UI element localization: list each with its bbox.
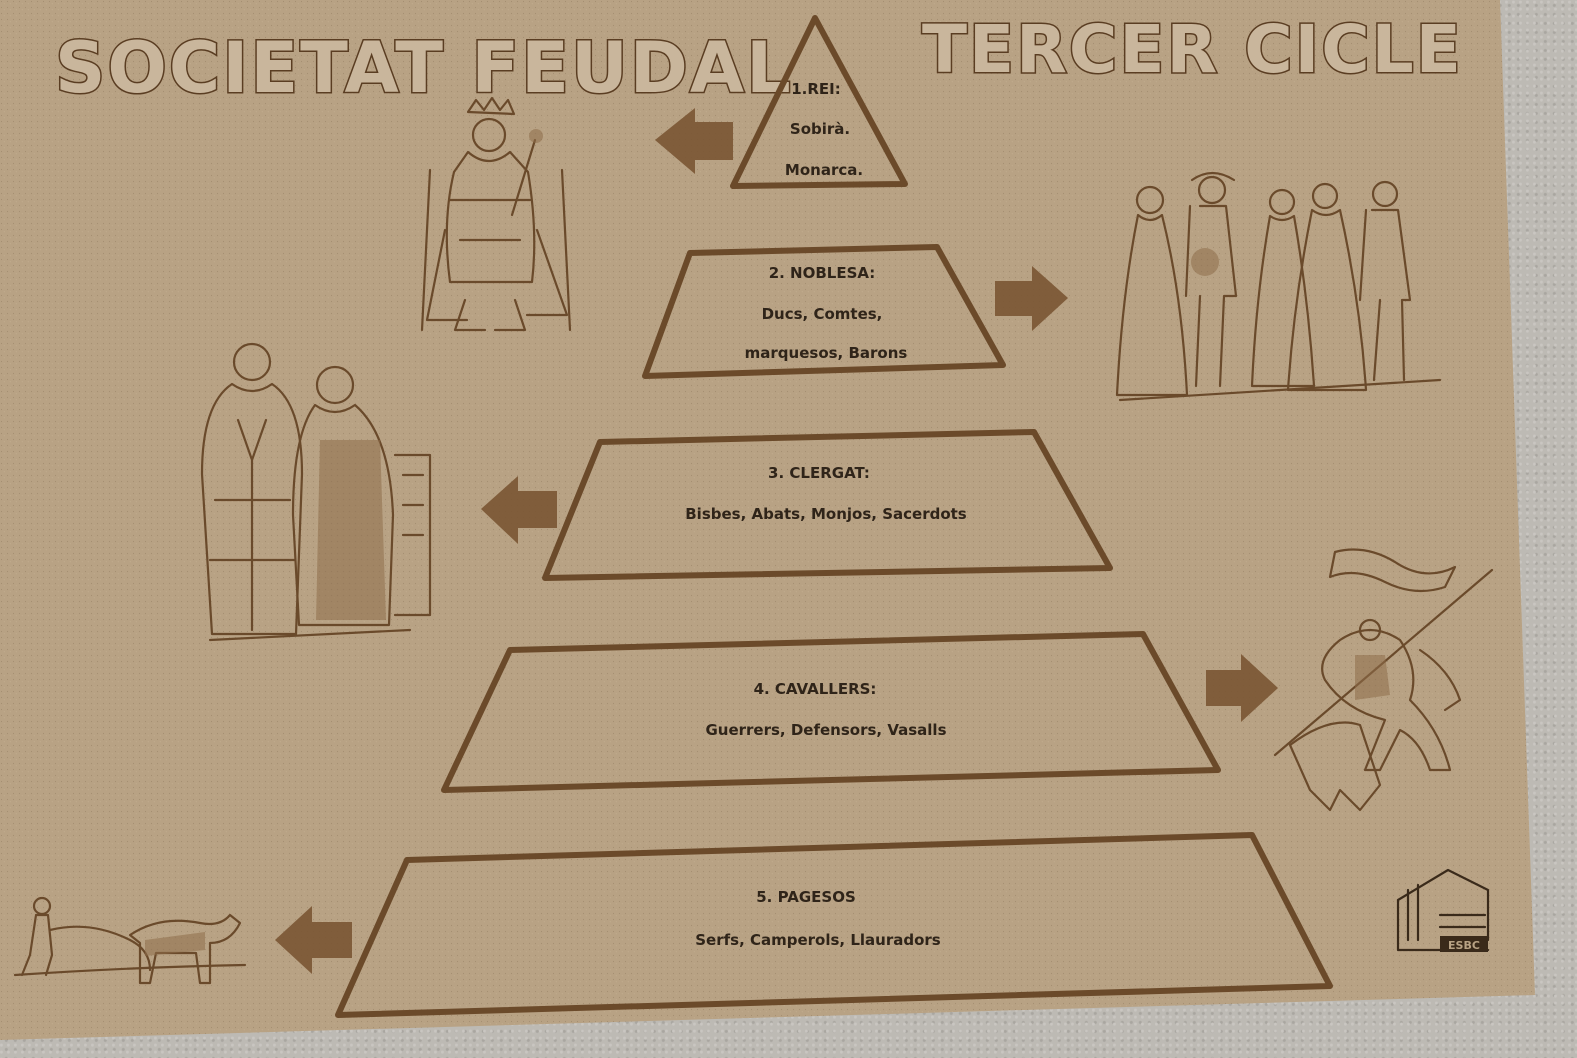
tier-3-line-1: Bisbes, Abats, Monjos, Sacerdots [685,505,967,523]
tier-5-pagesos: 5. PAGESOS Serfs, Camperols, Llauradors [335,832,1333,1018]
tier-2-line-1: Ducs, Comtes, [762,305,883,323]
arrow-left-icon [481,476,557,544]
tier-4-cavallers: 4. CAVALLERS: Guerrers, Defensors, Vasal… [441,631,1221,793]
tier-2-heading: 2. NOBLESA: [769,264,876,282]
tier-4-heading: 4. CAVALLERS: [754,680,877,698]
tier-1-rei: 1.REI: Sobirà. Monarca. [730,15,908,189]
tier-1-line-2: Monarca. [785,161,863,179]
tier-5-heading: 5. PAGESOS [756,888,856,906]
school-logo: ESBC [1396,868,1490,952]
title-left: SOCIETAT FEUDAL [55,27,793,109]
arrow-right-icon [1206,654,1278,722]
knight-illustration [1273,548,1494,812]
tier-5-line-1: Serfs, Camperols, Llauradors [695,931,941,949]
tier-2-line-2: marquesos, Barons [745,344,908,362]
tier-2-noblesa: 2. NOBLESA: Ducs, Comtes, marquesos, Bar… [642,244,1006,379]
tier-4-line-1: Guerrers, Defensors, Vasalls [705,721,946,739]
tier-3-clergat: 3. CLERGAT: Bisbes, Abats, Monjos, Sacer… [542,429,1113,581]
tier-1-heading: 1.REI: [791,80,841,98]
title-right: TERCER CICLE [922,11,1463,88]
wood-board [0,0,1535,1040]
arrow-left-icon [655,108,733,174]
peasant-illustration [13,896,247,985]
king-illustration [420,96,572,332]
tier-1-line-1: Sobirà. [790,120,850,138]
clergy-illustration [200,342,432,642]
nobles-illustration [1115,171,1442,402]
arrow-right-icon [995,266,1068,331]
tier-3-heading: 3. CLERGAT: [768,464,870,482]
arrow-left-icon [275,906,352,974]
logo-text: ESBC [1448,939,1480,952]
